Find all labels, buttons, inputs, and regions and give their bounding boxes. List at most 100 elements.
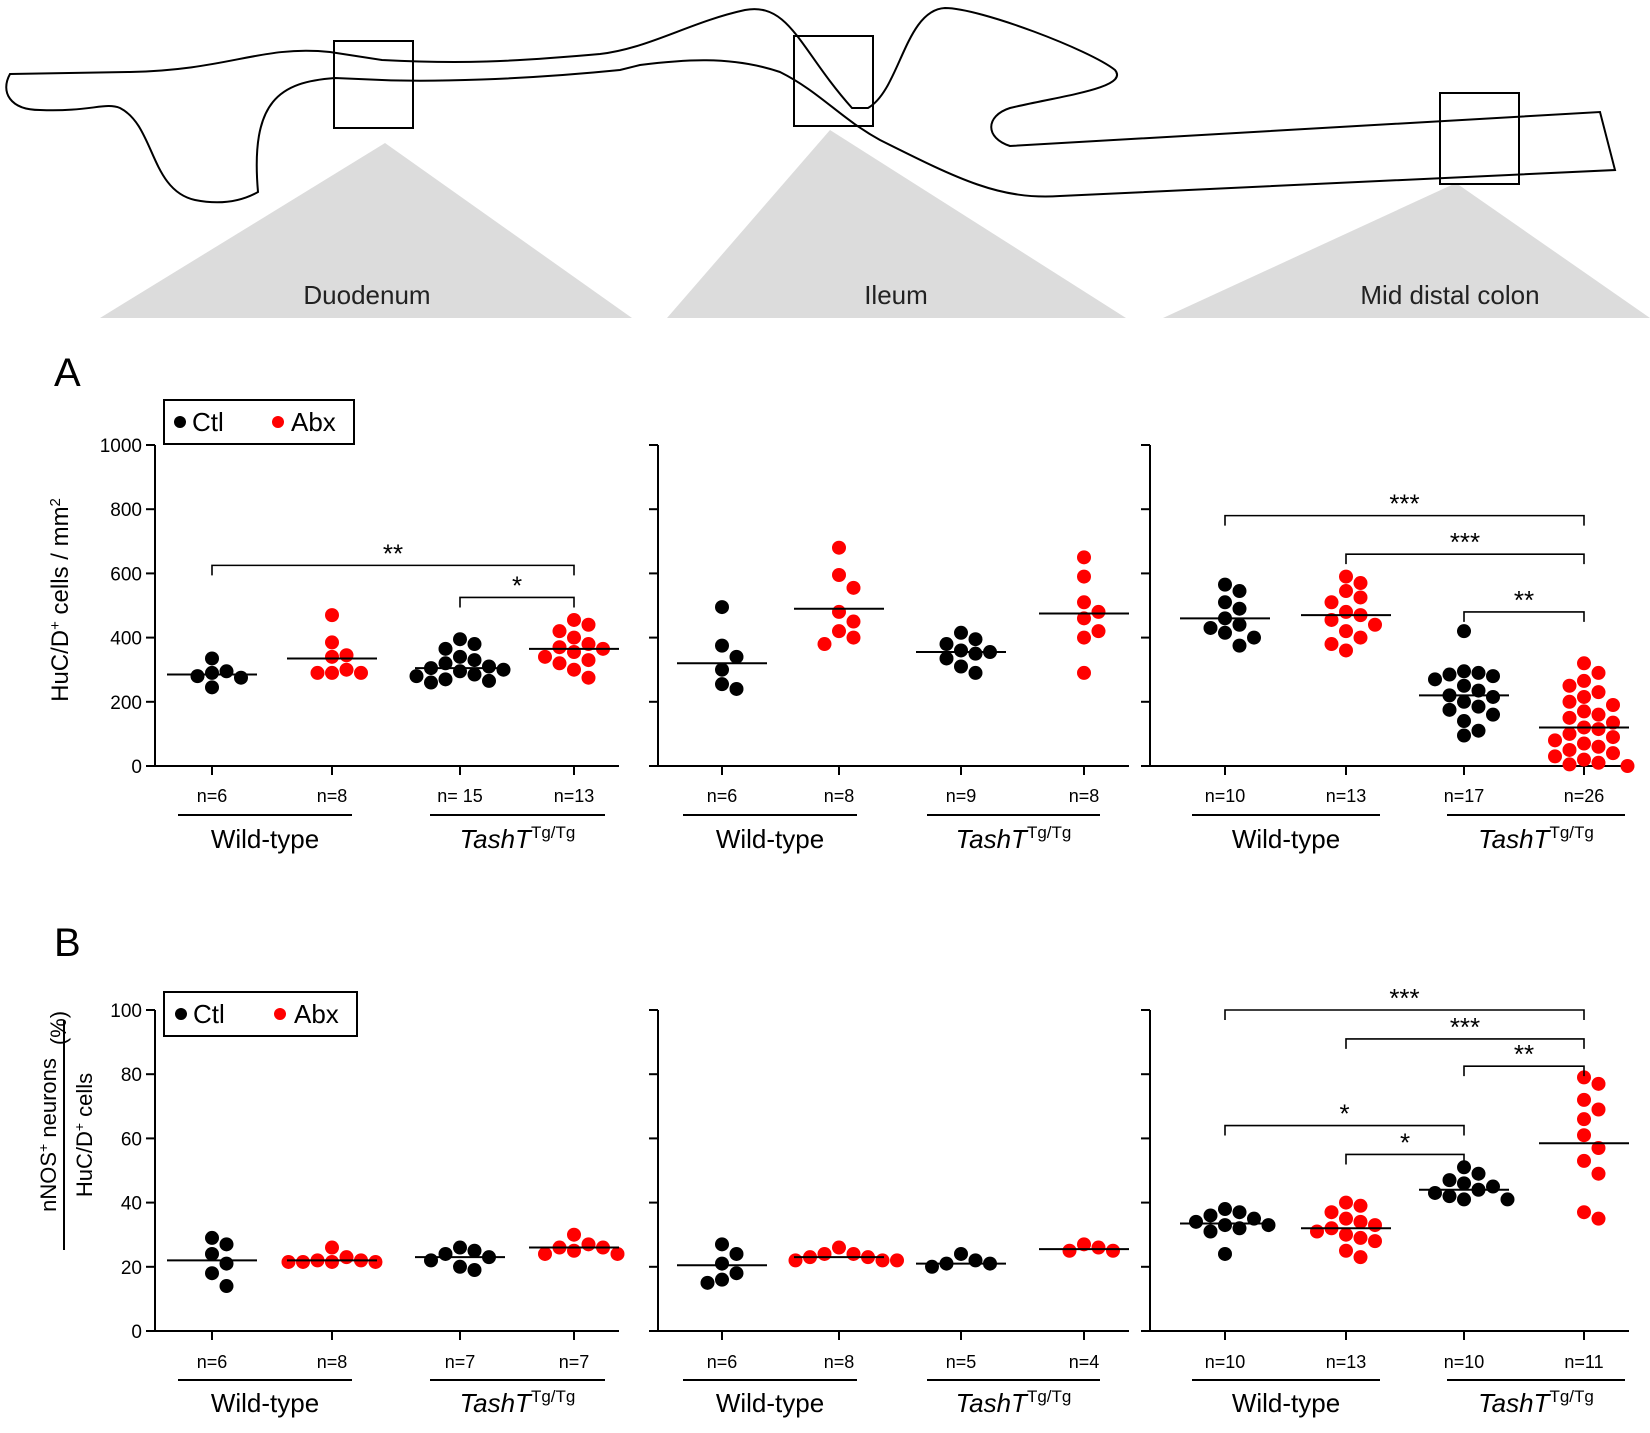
n-label: n=7 <box>559 1352 590 1372</box>
data-point-ctl <box>715 1272 729 1287</box>
data-point-ctl <box>1218 1202 1232 1217</box>
data-point-abx <box>1606 698 1620 713</box>
colon-sample-box <box>1439 92 1520 185</box>
data-point-ctl <box>1428 672 1442 687</box>
data-point-abx <box>1562 678 1577 693</box>
significance-stars: ** <box>383 538 403 568</box>
data-point-abx <box>1620 759 1635 773</box>
data-point-ctl <box>715 600 729 615</box>
data-point-ctl <box>968 646 983 661</box>
data-point-ctl <box>234 670 248 685</box>
data-point-ctl <box>700 1275 715 1290</box>
gut-diagram: Duodenum Ileum Mid distal colon <box>5 6 1650 318</box>
data-point-ctl <box>453 664 467 679</box>
data-point-abx <box>832 568 846 583</box>
data-point-abx <box>1591 707 1606 722</box>
data-point-ctl <box>1232 584 1247 599</box>
significance-stars: *** <box>1450 1012 1480 1042</box>
y-tick-label: 1000 <box>100 436 142 457</box>
data-point-abx <box>832 540 846 555</box>
data-point-abx <box>1077 595 1091 610</box>
data-point-abx <box>1577 689 1591 704</box>
panel-b-ylabel-numerator: nNOS+ neurons <box>35 1058 61 1212</box>
significance-stars: ** <box>1514 585 1534 615</box>
data-point-ctl <box>1471 1166 1486 1181</box>
data-point-ctl <box>1457 694 1471 709</box>
data-point-ctl <box>453 1240 467 1255</box>
genotype-label-wild-type: Wild-type <box>1232 824 1340 854</box>
data-point-abx <box>1091 1240 1106 1255</box>
data-point-abx <box>1339 1211 1353 1226</box>
data-point-ctl <box>939 651 954 666</box>
data-point-abx <box>1591 685 1606 700</box>
data-point-ctl <box>1442 702 1457 717</box>
data-point-ctl <box>1428 1185 1442 1200</box>
data-point-abx <box>339 648 354 663</box>
panel-a-legend-abx-marker <box>272 416 284 428</box>
panel-b-legend-box <box>163 991 358 1037</box>
data-point-ctl <box>954 643 968 658</box>
n-label: n=8 <box>1069 786 1100 806</box>
significance-stars: * <box>1400 1127 1410 1157</box>
n-label: n=10 <box>1205 1352 1246 1372</box>
data-point-ctl <box>729 1246 744 1261</box>
data-point-abx <box>1324 595 1339 610</box>
panel-a-ylabel-main: HuC/D <box>47 630 74 702</box>
n-label: n=8 <box>317 786 348 806</box>
data-point-ctl <box>729 1266 744 1281</box>
data-point-ctl <box>219 1279 234 1294</box>
data-point-abx <box>1368 617 1382 632</box>
data-point-ctl <box>205 680 219 695</box>
data-point-abx <box>1106 1243 1120 1258</box>
data-point-abx <box>296 1254 310 1269</box>
panel-b-num-post: neurons <box>36 1058 61 1144</box>
data-point-abx <box>1548 733 1562 748</box>
n-label: n=6 <box>707 786 738 806</box>
data-point-abx <box>581 653 596 668</box>
significance-bracket <box>1224 1124 1465 1136</box>
data-point-abx <box>1577 704 1591 719</box>
panel-b-den-post: cells <box>72 1073 97 1123</box>
significance-stars: *** <box>1389 489 1419 519</box>
data-point-abx <box>1339 624 1353 639</box>
data-point-abx <box>1591 1166 1606 1181</box>
genotype-label-wild-type: Wild-type <box>1232 1388 1340 1418</box>
data-point-abx <box>1577 673 1591 688</box>
n-label: n=6 <box>707 1352 738 1372</box>
data-point-abx <box>1606 730 1620 745</box>
region-label-colon: Mid distal colon <box>1360 280 1539 310</box>
data-point-abx <box>552 640 567 655</box>
significance-stars: *** <box>1389 983 1419 1013</box>
tasht-genotype-sup: Tg/Tg <box>1549 1387 1593 1406</box>
data-point-abx <box>788 1253 803 1268</box>
tasht-name: TashT <box>460 1388 533 1418</box>
n-label: n=6 <box>197 1352 228 1372</box>
y-tick-label: 60 <box>121 1129 142 1150</box>
data-point-ctl <box>1486 1179 1500 1194</box>
data-point-abx <box>581 1237 596 1252</box>
ileum-sample-box <box>793 35 874 127</box>
data-point-ctl <box>1218 577 1232 592</box>
data-point-abx <box>1353 1198 1368 1213</box>
data-point-ctl <box>496 662 511 677</box>
panel-a-legend-abx-label: Abx <box>291 407 336 437</box>
data-point-abx <box>832 604 846 619</box>
data-point-ctl <box>438 656 453 671</box>
n-label: n=10 <box>1205 786 1246 806</box>
data-point-abx <box>1339 1195 1353 1210</box>
data-point-abx <box>1353 630 1368 645</box>
panel-b-den-sup: + <box>71 1123 87 1131</box>
data-point-abx <box>1339 584 1353 599</box>
data-point-abx <box>832 1240 846 1255</box>
panel-letter-a: A <box>54 351 81 395</box>
panel-letter-b: B <box>54 921 81 965</box>
genotype-label-tasht: TashTTg/Tg <box>956 1387 1072 1418</box>
data-point-abx <box>325 1240 339 1255</box>
data-point-ctl <box>1471 723 1486 738</box>
data-point-abx <box>1577 1205 1591 1220</box>
n-label: n=13 <box>554 786 595 806</box>
data-point-ctl <box>729 649 744 664</box>
data-point-abx <box>1077 550 1091 565</box>
significance-stars: * <box>1339 1099 1349 1129</box>
